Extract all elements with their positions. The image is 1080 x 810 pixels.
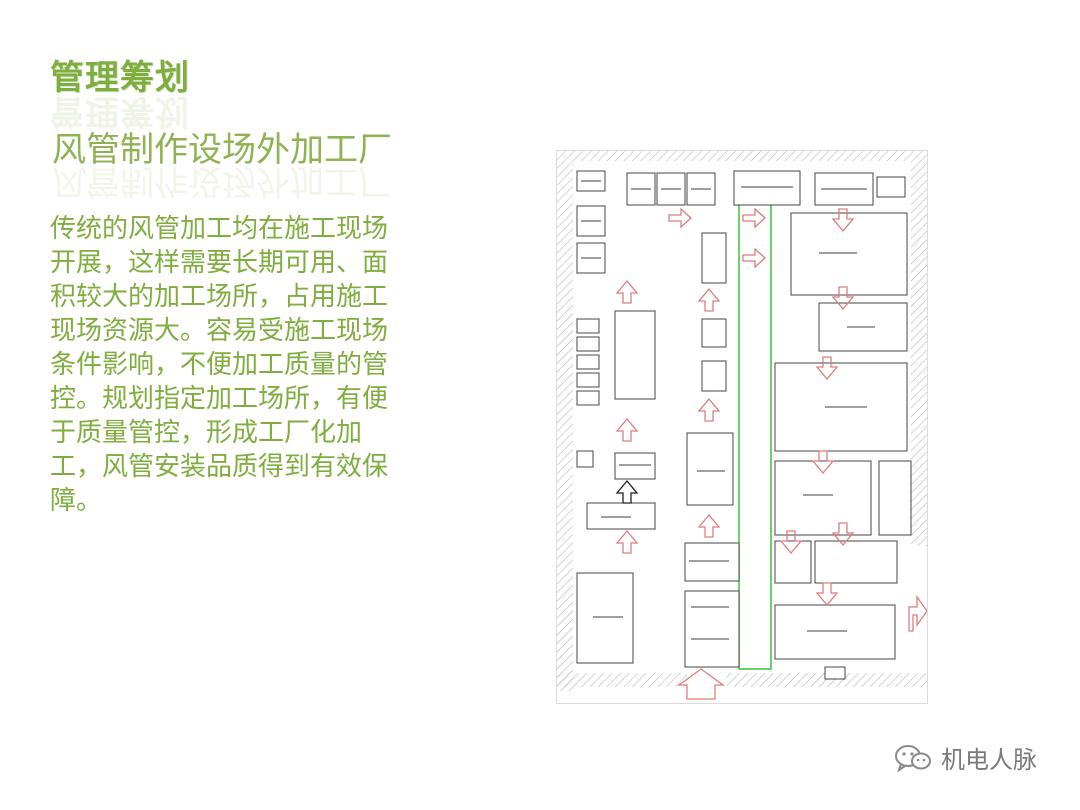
room xyxy=(614,310,656,400)
wall-bottom-left xyxy=(557,673,687,687)
room xyxy=(701,232,727,284)
green-walkway xyxy=(738,202,772,670)
room xyxy=(576,354,600,370)
up-arrow xyxy=(677,668,725,700)
up-arrow xyxy=(615,417,639,442)
slide-subtitle-reflection: 风管制作设场外加工厂 xyxy=(52,161,392,201)
down-arrow xyxy=(815,356,839,381)
room xyxy=(774,604,896,660)
floor-plan-drawing xyxy=(557,151,928,700)
room xyxy=(733,170,801,206)
down-arrow xyxy=(831,522,855,547)
down-arrow xyxy=(779,530,803,555)
down-arrow xyxy=(815,582,839,607)
room xyxy=(684,590,740,668)
watermark: 机电人脉 xyxy=(893,740,1037,775)
wall-top xyxy=(557,151,927,161)
room xyxy=(878,460,912,536)
up-arrow xyxy=(697,513,721,538)
wall-left xyxy=(557,161,573,691)
down-arrow xyxy=(811,450,835,475)
room xyxy=(614,452,656,480)
exit-arrow xyxy=(908,594,928,632)
wechat-icon xyxy=(895,744,931,772)
room xyxy=(701,318,727,348)
room xyxy=(576,372,600,388)
right-arrow xyxy=(742,207,766,229)
room xyxy=(576,572,634,664)
room xyxy=(684,542,740,582)
wall-right xyxy=(911,161,927,546)
room xyxy=(701,360,727,392)
room xyxy=(576,336,600,352)
room xyxy=(576,390,600,406)
up-arrow xyxy=(615,279,639,304)
room xyxy=(824,666,846,680)
room xyxy=(586,502,656,530)
slide-title: 管理筹划 xyxy=(50,58,190,98)
right-arrow xyxy=(668,207,692,229)
room xyxy=(686,432,734,506)
room xyxy=(790,212,908,296)
up-arrow xyxy=(697,397,721,422)
wall-bottom-right xyxy=(727,673,927,687)
up-arrow-black xyxy=(615,479,639,504)
room xyxy=(814,540,898,584)
slide-subtitle: 风管制作设场外加工厂 xyxy=(52,130,392,170)
up-arrow xyxy=(697,287,721,312)
right-arrow xyxy=(742,247,766,269)
down-arrow xyxy=(831,286,855,311)
room xyxy=(774,540,812,584)
room xyxy=(576,318,600,334)
watermark-label: 机电人脉 xyxy=(941,746,1037,774)
room xyxy=(576,450,594,468)
down-arrow xyxy=(831,208,855,233)
body-paragraph: 传统的风管加工均在施工现场开展，这样需要长期可用、面积较大的加工场所，占用施工现… xyxy=(50,214,389,516)
up-arrow xyxy=(615,529,639,554)
room xyxy=(876,176,906,198)
factory-floor-plan xyxy=(556,150,928,704)
